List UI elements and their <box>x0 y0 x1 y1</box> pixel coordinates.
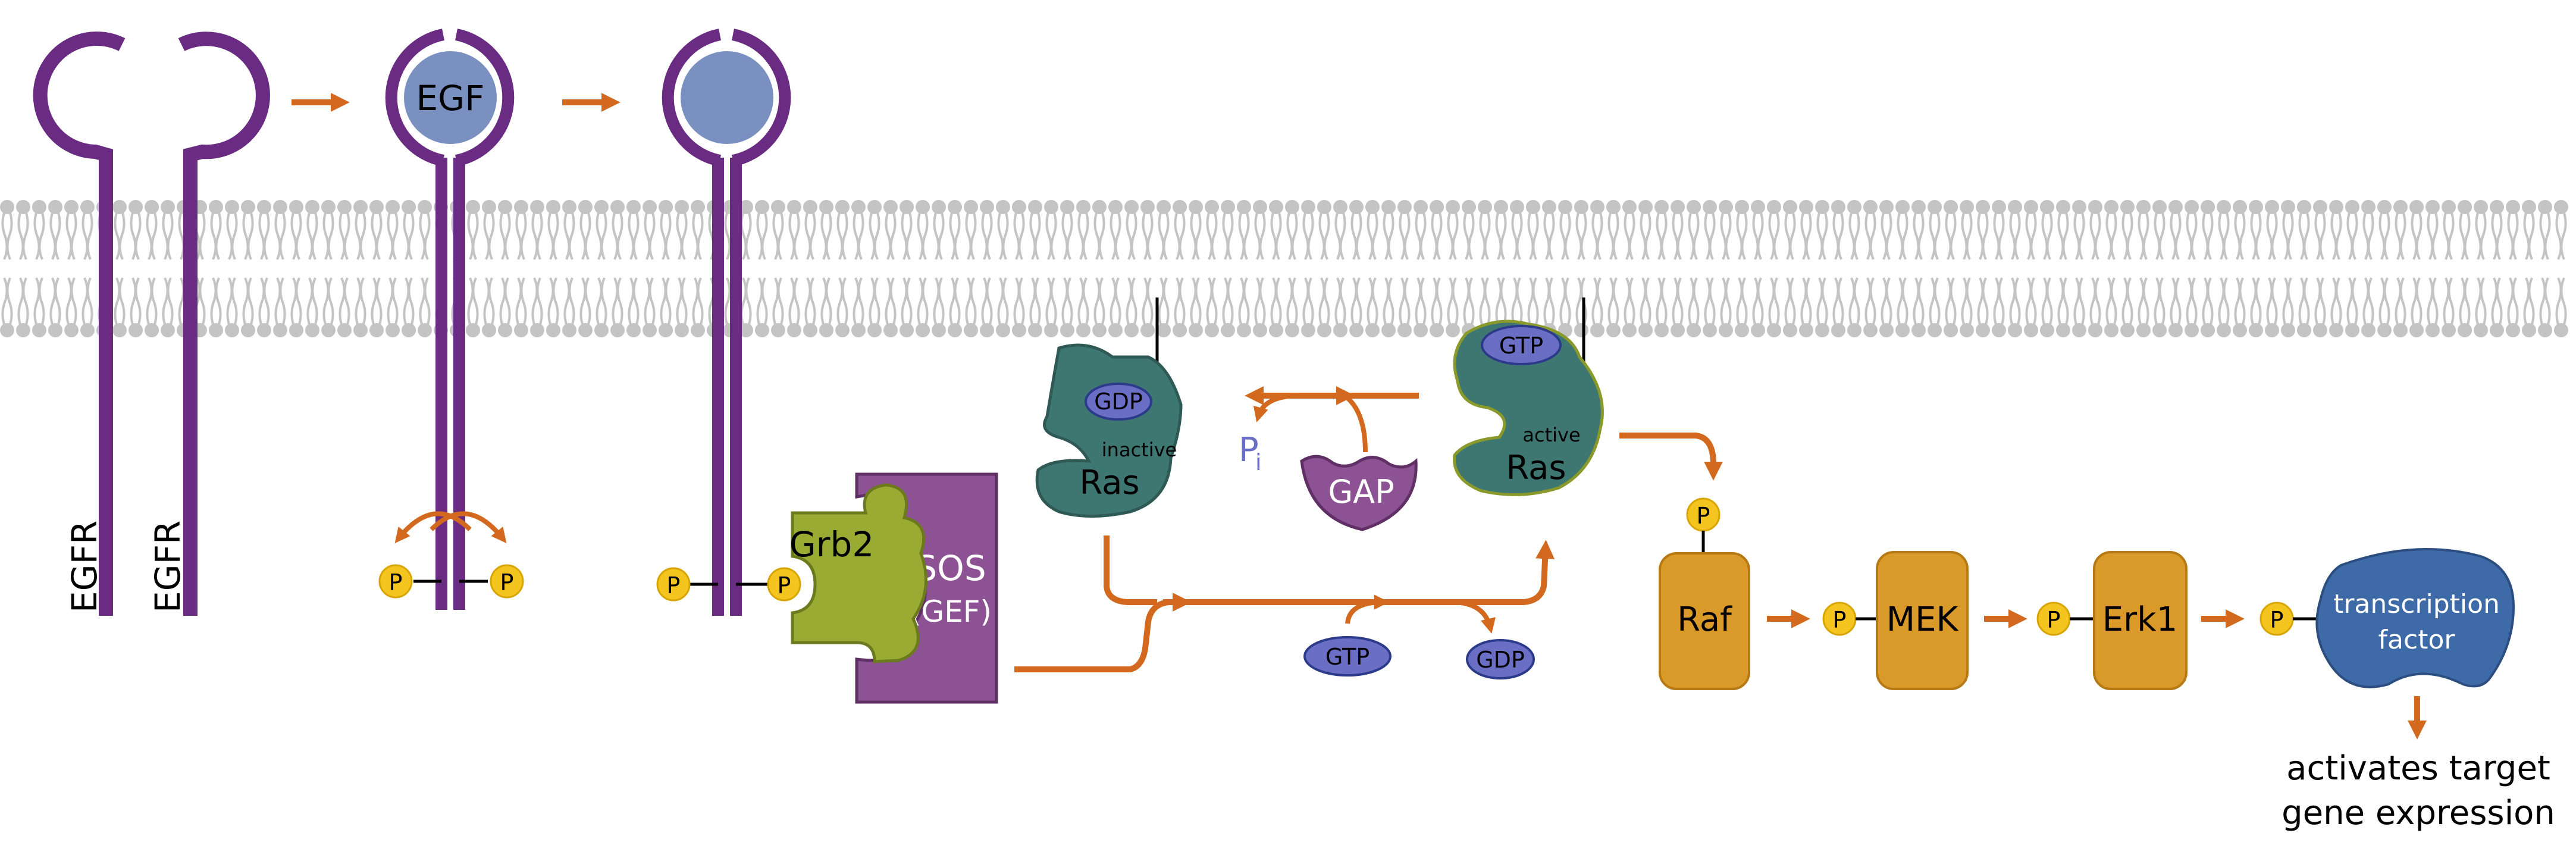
svg-text:Erk1: Erk1 <box>2102 600 2177 639</box>
egfr-monomer-left <box>33 32 126 616</box>
svg-text:Raf: Raf <box>1677 600 1732 639</box>
egf-label: EGF <box>416 78 485 118</box>
erk1-kinase: Erk1 <box>2093 551 2188 690</box>
arrow-inactive-ras-down <box>1104 535 1157 605</box>
gtp-molecule: GTP <box>1303 636 1392 677</box>
svg-text:P: P <box>2047 607 2061 633</box>
transcription-factor: transcription factor <box>2315 548 2515 688</box>
svg-text:P: P <box>500 569 514 596</box>
phosphate-mek: P <box>1822 602 1857 636</box>
arrow-cross-phosphorylation-left <box>394 511 472 543</box>
egf-ligand <box>399 46 502 149</box>
svg-text:GTP: GTP <box>1325 644 1370 670</box>
gtp-bound <box>1481 325 1562 365</box>
gdp-bound <box>1085 383 1152 421</box>
cell-membrane <box>0 200 2568 337</box>
outcome-line-1: activates target <box>2286 749 2550 788</box>
phosphate-step3-right: P <box>767 567 801 602</box>
svg-text:P: P <box>667 572 681 599</box>
gdp-molecule: GDP <box>1466 639 1535 679</box>
phosphate-erk1: P <box>2036 602 2071 636</box>
arrow-to-gap <box>1343 393 1368 453</box>
arrow-cross-phosphorylation-right <box>430 511 507 543</box>
gap-protein: GAP <box>1300 455 1418 531</box>
svg-text:P: P <box>389 569 403 596</box>
raf-kinase: Raf <box>1659 552 1750 690</box>
egfr-dimer-phosphorylated <box>662 29 791 616</box>
grb2-label: Grb2 <box>789 524 875 565</box>
svg-text:MEK: MEK <box>1886 600 1959 639</box>
svg-text:GDP: GDP <box>1094 389 1143 415</box>
egfr-label-left: EGFR <box>64 521 105 613</box>
arrow-to-pi <box>1253 393 1300 422</box>
arrow-sos-to-ras <box>1014 540 1555 672</box>
svg-text:P: P <box>1239 431 1259 469</box>
arrow-ras-to-raf <box>1619 433 1723 481</box>
grb2-protein: Grb2 <box>789 483 927 663</box>
svg-text:transcription: transcription <box>2333 589 2500 619</box>
mek-kinase: MEK <box>1876 551 1969 690</box>
egfr-label-right: EGFR <box>148 521 188 613</box>
svg-text:factor: factor <box>2378 625 2456 655</box>
phosphate-step2-left: P <box>378 564 413 599</box>
arrow-gdp-out <box>1451 600 1496 634</box>
svg-text:P: P <box>1833 607 1847 633</box>
gap-label: GAP <box>1328 473 1394 511</box>
outcome-line-2: gene expression <box>2282 794 2555 832</box>
phosphate-step2-right: P <box>490 564 524 599</box>
ras-inactive: GDP inactive Ras <box>1035 343 1183 518</box>
phosphate-raf: P <box>1686 497 1721 532</box>
phosphate-tf: P <box>2260 602 2294 636</box>
arrow-gtp-in <box>1345 594 1390 624</box>
active-label: active <box>1522 424 1580 446</box>
svg-text:P: P <box>1697 503 1710 529</box>
phosphate-step3-left: P <box>656 567 691 602</box>
ras-inactive-label: Ras <box>1079 463 1139 502</box>
svg-text:GTP: GTP <box>1499 333 1543 359</box>
inactive-label: inactive <box>1102 439 1177 461</box>
svg-text:GDP: GDP <box>1476 647 1525 673</box>
egfr-monomer-right <box>178 32 270 616</box>
svg-text:i: i <box>1255 449 1262 475</box>
svg-text:P: P <box>778 572 791 599</box>
ras-active: GTP active Ras <box>1453 320 1604 496</box>
egfr-dimer-egf-bound <box>385 29 515 610</box>
ras-active-label: Ras <box>1506 449 1566 487</box>
egf-ligand-unlabeled <box>676 46 778 149</box>
svg-text:P: P <box>2270 607 2284 633</box>
phosphate-inorganic: P i <box>1239 431 1262 475</box>
